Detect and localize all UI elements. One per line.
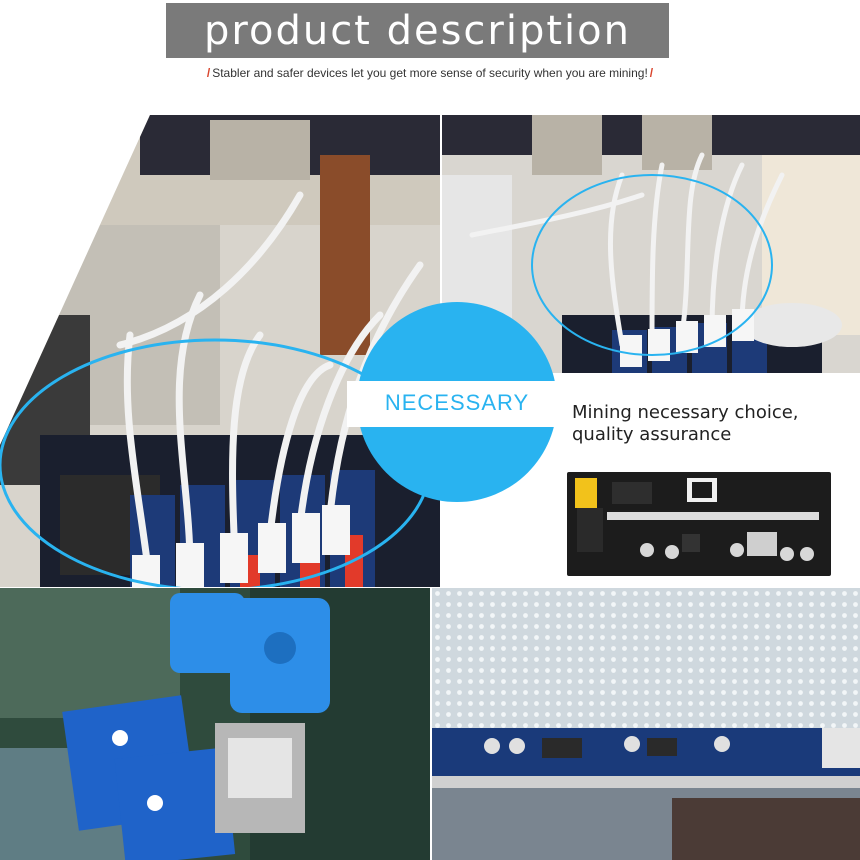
usb-riser-photo (0, 588, 430, 860)
info-text: Mining necessary choice, quality assuran… (572, 402, 799, 446)
tagline: /Stabler and safer devices let you get m… (0, 66, 860, 80)
info-line-1: Mining necessary choice, (572, 402, 799, 423)
page-title: product description (166, 3, 669, 58)
necessary-badge: NECESSARY (347, 302, 567, 502)
tagline-slash-right: / (649, 66, 654, 80)
tagline-slash-left: / (206, 66, 211, 80)
rig-closeup-photo (442, 115, 860, 373)
info-line-2: quality assurance (572, 424, 732, 445)
pcb-closeup-photo (432, 588, 860, 860)
riser-card-image (567, 472, 831, 576)
badge-label: NECESSARY (384, 390, 530, 415)
tagline-text: Stabler and safer devices let you get mo… (212, 66, 648, 80)
badge-band (347, 381, 567, 427)
